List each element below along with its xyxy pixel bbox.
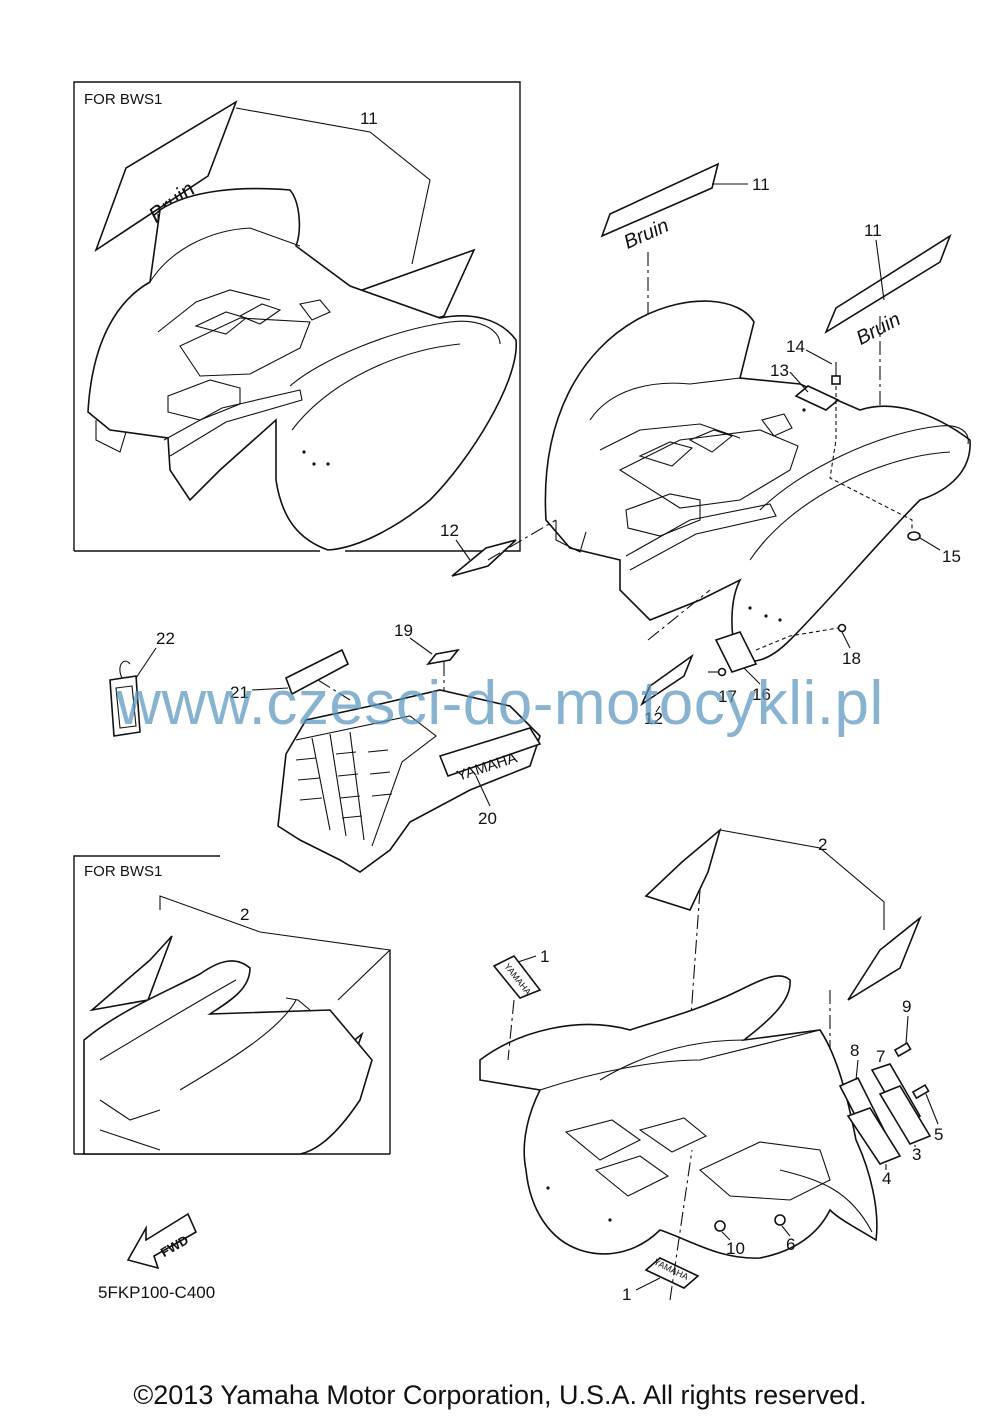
part-num-10: 10 [726, 1239, 745, 1258]
part-num-13: 13 [770, 361, 789, 380]
box-label-bws1-top: FOR BWS1 [84, 91, 162, 108]
screw-5 [911, 1083, 930, 1100]
decal-2-left [644, 827, 722, 911]
part-num-14: 14 [786, 337, 805, 356]
decal-12-lower [640, 653, 694, 707]
yamaha-decal-1-upper [492, 954, 542, 999]
nut-10 [714, 1220, 726, 1232]
diagram-code: 5FKP100-C400 [98, 1283, 215, 1302]
part-num-11-right: 11 [864, 221, 882, 240]
main-front-fender-group: 2 YAMAHA 1 YAMAHA 1 8 4 7 3 [479, 827, 943, 1304]
decal-2-bws1-left [89, 935, 173, 1012]
part-num-11-bws1: 11 [360, 109, 378, 128]
decal-11-right [824, 234, 952, 334]
nut-6 [774, 1214, 786, 1226]
part-num-15: 15 [942, 547, 961, 566]
front-fender-bws1 [83, 960, 373, 1155]
grommet-15 [907, 531, 921, 541]
bws1-front-fender-box: FOR BWS1 2 [73, 855, 392, 1155]
yamaha-decal-1-lower [644, 1257, 700, 1289]
part-num-6: 6 [786, 1235, 795, 1254]
part-num-17: 17 [718, 687, 737, 706]
part-num-11-left: 11 [752, 175, 770, 194]
part-num-8: 8 [850, 1041, 859, 1060]
part-num-9: 9 [902, 997, 911, 1016]
screw-9 [893, 1041, 912, 1058]
screw-17 [717, 667, 727, 677]
rear-fender-bws1 [87, 187, 517, 551]
main-rear-fender-group: Bruin 11 Bruin 11 13 14 [440, 162, 971, 728]
part-num-19: 19 [394, 621, 413, 640]
fwd-arrow: FWD [126, 1212, 198, 1270]
part-num-16: 16 [752, 685, 771, 704]
part-num-20: 20 [478, 809, 497, 828]
middle-parts-group: 22 19 21 YAMAHA 20 [109, 621, 542, 873]
yamaha-decal-20 [438, 727, 542, 778]
decal-12-upper [451, 539, 517, 577]
copyright-notice: ©2013 Yamaha Motor Corporation, U.S.A. A… [133, 1380, 867, 1410]
part-num-7: 7 [876, 1047, 885, 1066]
decal-11-bws1-left [94, 100, 238, 253]
part-num-1-lower: 1 [622, 1285, 631, 1304]
decal-2-right [847, 915, 922, 1001]
plate-16 [714, 631, 758, 673]
part-num-2-bws1: 2 [240, 905, 249, 924]
part-num-21: 21 [230, 683, 249, 702]
part-num-2: 2 [818, 835, 827, 854]
part-num-5: 5 [934, 1125, 943, 1144]
plate-3 [878, 1085, 932, 1145]
cover-20 [277, 689, 541, 873]
box-label-bws1-bottom: FOR BWS1 [84, 863, 162, 880]
fwd-arrow-icon [126, 1212, 198, 1270]
front-fender-main [479, 975, 878, 1259]
decal-11-left [600, 162, 720, 238]
fastener-18 [837, 623, 847, 633]
decal-11-right-graphic: Bruin [853, 308, 905, 349]
bolt-14 [831, 375, 841, 385]
decal-19 [426, 648, 460, 666]
part-num-12-lower: 12 [644, 709, 663, 728]
part-num-12-upper: 12 [440, 521, 459, 540]
part-num-18: 18 [842, 649, 861, 668]
part-num-22: 22 [156, 629, 175, 648]
part-num-4: 4 [882, 1169, 891, 1188]
plate-4 [846, 1107, 902, 1165]
decal-21 [284, 648, 350, 696]
rear-fender-main [544, 300, 971, 662]
bws1-rear-fender-box: FOR BWS1 Bruin Bruin 11 [73, 81, 521, 552]
part-num-3: 3 [912, 1145, 921, 1164]
plate-13 [794, 385, 840, 411]
part-num-1-upper: 1 [540, 947, 549, 966]
